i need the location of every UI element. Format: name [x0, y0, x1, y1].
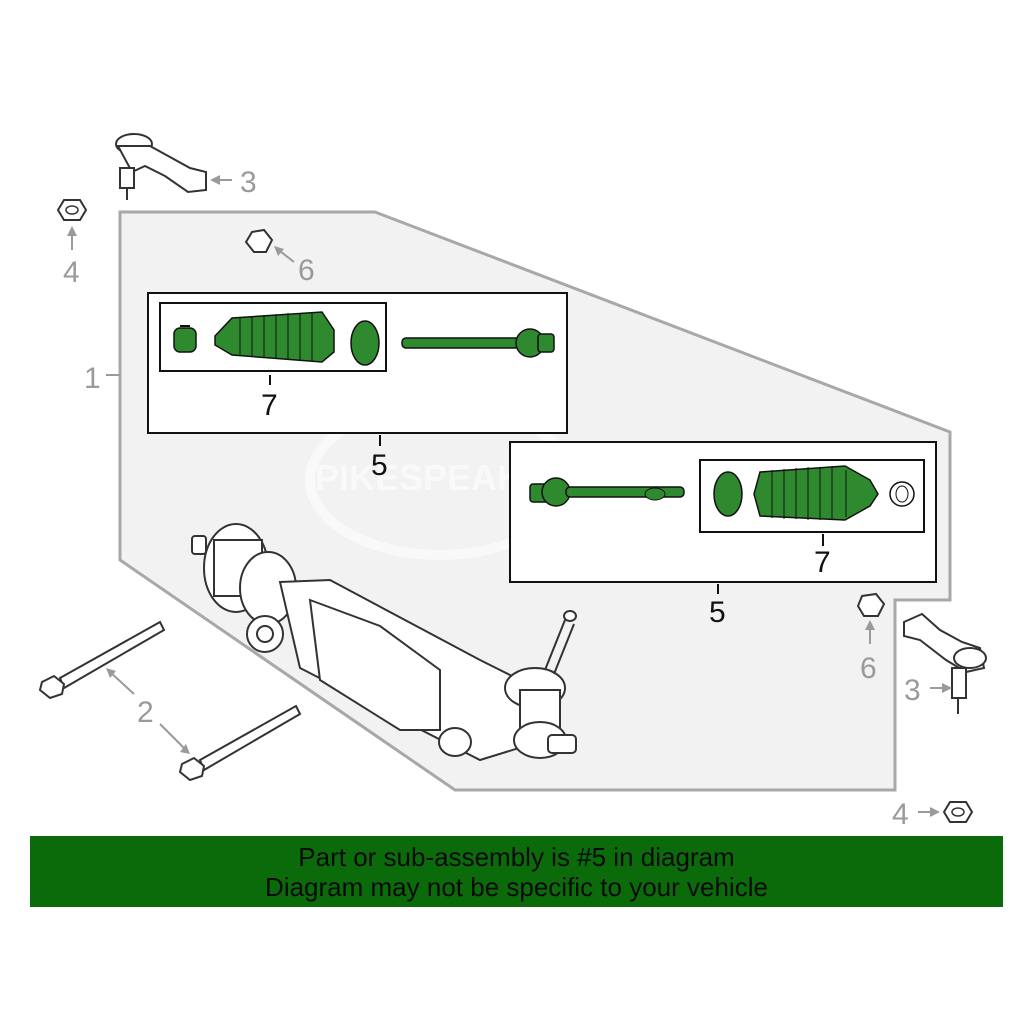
inner-tie-rod [401, 328, 555, 358]
mounting-bolt-lower [178, 704, 302, 782]
outer-tie-rod-end-lower [903, 612, 987, 714]
callout-6-upper: 6 [274, 246, 315, 287]
boot-clamp-large [350, 320, 380, 366]
callout-6-lower: 6 [860, 620, 877, 685]
callout-5-lower: 5 [709, 596, 726, 629]
callout-5-upper: 5 [371, 449, 388, 482]
jam-nut-lower [856, 592, 886, 617]
upper-kit-group: 7 5 [147, 292, 568, 482]
callout-7-upper: 7 [261, 389, 278, 422]
callout-2: 2 [106, 668, 190, 754]
outer-tie-rod-end-upper [115, 133, 207, 200]
steering-boot-lower [753, 465, 879, 521]
steering-gear-rack [191, 523, 577, 762]
nut-upper [56, 199, 88, 221]
mounting-bolt-upper [38, 620, 166, 700]
svg-text:PIKESPEAK: PIKESPEAK [315, 457, 523, 498]
callout-7-lower: 7 [814, 546, 831, 579]
callout-2-label: 2 [137, 696, 154, 729]
boot-clamp-large-lower [713, 471, 743, 517]
banner-line-2: Diagram may not be specific to your vehi… [265, 872, 768, 902]
callout-1: 1 [84, 362, 120, 395]
callout-3-lower: 3 [904, 674, 952, 707]
info-banner-background [30, 836, 1003, 907]
callout-1-label: 1 [84, 362, 101, 395]
info-banner: Part or sub-assembly is #5 in diagram Di… [30, 836, 1003, 907]
callout-4-upper: 4 [63, 226, 80, 289]
banner-line-1: Part or sub-assembly is #5 in diagram [298, 842, 735, 872]
callout-4-lower-label: 4 [892, 798, 909, 831]
jam-nut-upper [244, 228, 274, 253]
steering-boot [214, 311, 335, 363]
callout-4-lower: 4 [892, 798, 940, 831]
callout-4-upper-label: 4 [63, 256, 80, 289]
callout-3-upper: 3 [210, 166, 257, 199]
callout-3-upper-label: 3 [240, 166, 257, 199]
boot-clamp-small-lower [889, 481, 915, 507]
inner-tie-rod-lower [529, 477, 685, 507]
callout-6-upper-label: 6 [298, 254, 315, 287]
boot-clamp-small [173, 325, 197, 353]
callout-6-lower-label: 6 [860, 652, 877, 685]
lower-kit-group: 7 5 [509, 441, 937, 629]
nut-lower [942, 801, 974, 823]
callout-3-lower-label: 3 [904, 674, 921, 707]
